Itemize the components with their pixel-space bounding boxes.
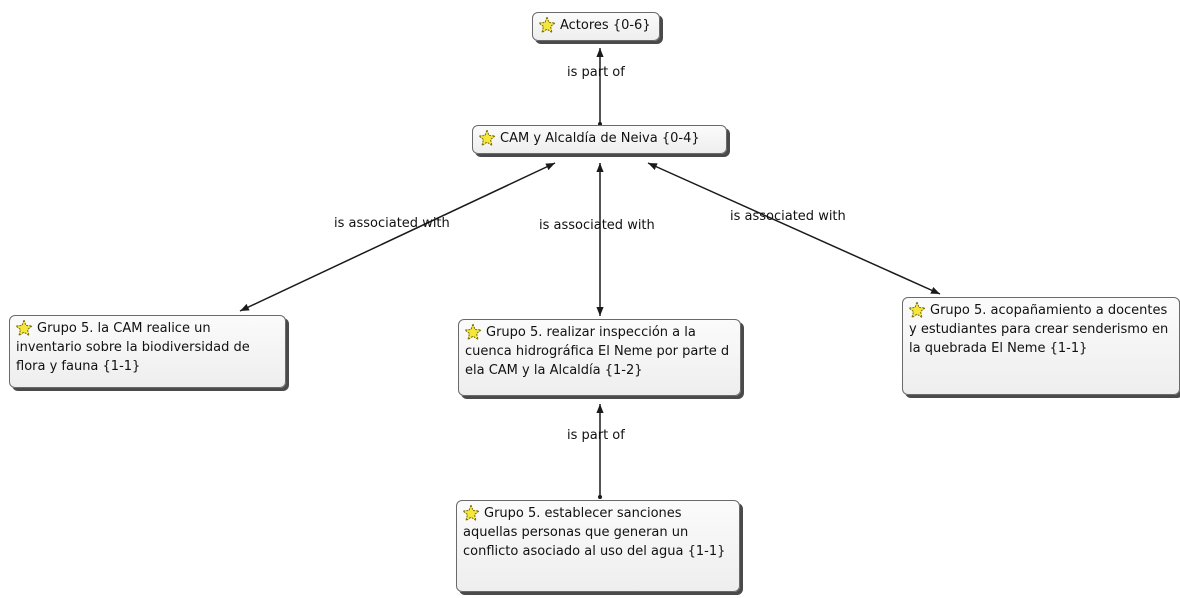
node-sanciones[interactable]: Grupo 5. establecer sanciones aquellas p… [456, 500, 740, 592]
code-star-icon [908, 301, 926, 319]
edge-label-cam-inspeccion: is associated with [539, 218, 655, 233]
node-inventario-label: Grupo 5. la CAM realice un inventario so… [16, 321, 250, 374]
node-cam[interactable]: CAM y Alcaldía de Neiva {0-4} [472, 125, 727, 154]
edge-sanciones-inspeccion-anchor [598, 495, 602, 499]
code-star-icon [478, 129, 496, 147]
edge-label-cam-actores: is part of [567, 65, 625, 80]
node-inventario[interactable]: Grupo 5. la CAM realice un inventario so… [9, 315, 286, 388]
edge-label-sanciones-inspeccion: is part of [567, 428, 625, 443]
node-acompanamiento[interactable]: Grupo 5. acopañamiento a docentes y estu… [902, 297, 1180, 395]
node-acompanamiento-label: Grupo 5. acopañamiento a docentes y estu… [909, 303, 1169, 356]
edge-label-cam-inventario: is associated with [334, 216, 450, 231]
node-actores[interactable]: Actores {0-6} [532, 12, 660, 41]
code-star-icon [462, 504, 480, 522]
edge-cam-acompanamiento[interactable] [647, 162, 941, 295]
edge-label-cam-acompanamiento: is associated with [730, 209, 846, 224]
code-star-icon [538, 16, 556, 34]
node-actores-label: Actores {0-6} [560, 18, 651, 33]
node-cam-label: CAM y Alcaldía de Neiva {0-4} [500, 131, 700, 146]
code-star-icon [15, 319, 33, 337]
node-inspeccion-label: Grupo 5. realizar inspección a la cuenca… [465, 325, 730, 378]
edge-cam-inventario[interactable] [239, 162, 556, 312]
node-sanciones-label: Grupo 5. establecer sanciones aquellas p… [463, 506, 726, 559]
code-star-icon [464, 323, 482, 341]
node-inspeccion[interactable]: Grupo 5. realizar inspección a la cuenca… [458, 319, 741, 396]
